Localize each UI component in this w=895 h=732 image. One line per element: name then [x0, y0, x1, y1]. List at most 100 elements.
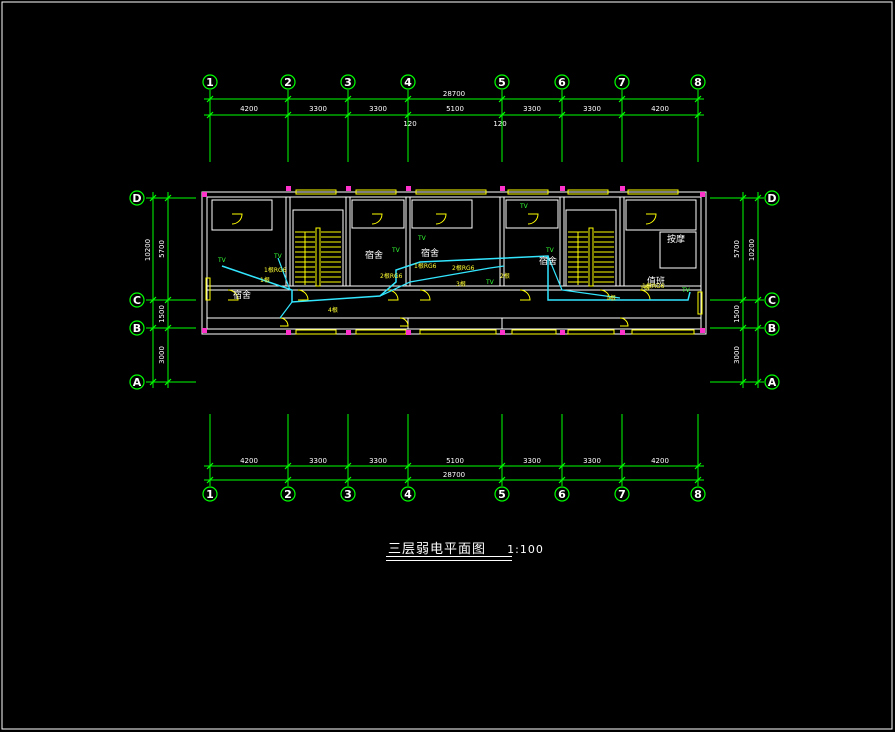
dim-tick-6-3	[618, 476, 626, 484]
annotation-9: 1根RG6	[642, 282, 665, 290]
annotation-6: 3根	[456, 280, 466, 288]
room-label-0: 宿舍	[233, 289, 251, 301]
dim-tick-5-0	[558, 95, 566, 103]
dim-tick-1-0	[284, 95, 292, 103]
dim-tick-5-2	[558, 462, 566, 470]
dim-v-tick-0-2	[739, 194, 747, 202]
annotation-3: 2根RG6	[380, 272, 403, 280]
dim-v-tick-1-3	[754, 296, 762, 304]
window-south-2	[419, 329, 497, 335]
axis-label-right-1: C	[768, 294, 776, 307]
axis-bubble-top-1	[280, 74, 296, 90]
bath-2	[351, 199, 405, 229]
axis-label-bottom-3: 4	[404, 488, 412, 501]
door-bath-1	[371, 213, 383, 225]
dim-v-tick-2-2	[739, 324, 747, 332]
axis-bubble-top-7	[690, 74, 706, 90]
column-0	[286, 186, 291, 191]
dim-tick-5-1	[558, 111, 566, 119]
dim-span-bottom-4: 3300	[523, 457, 541, 465]
dim-span-top-5: 3300	[583, 105, 601, 113]
dim-tick-3-0	[404, 95, 412, 103]
dim-v-total-left: 10200	[144, 239, 152, 261]
column-12	[560, 330, 565, 335]
dim-tick-2-0	[344, 95, 352, 103]
axis-bubble-top-4	[494, 74, 510, 90]
dim-v-tick-1-0	[149, 296, 157, 304]
axis-bubble-left-1	[129, 292, 145, 308]
axis-bubble-bottom-2	[340, 486, 356, 502]
dim-tick-7-0	[694, 95, 702, 103]
dim-tick-3-2	[404, 462, 412, 470]
door-room-2	[387, 289, 399, 301]
annotation-2: 4根	[328, 306, 338, 314]
room-label-3: 宿舍	[539, 255, 557, 267]
dim-span-top-0: 4200	[240, 105, 258, 113]
axis-label-top-6: 7	[618, 76, 626, 89]
annotation-17: TV	[681, 287, 691, 294]
annotation-13: TV	[391, 247, 401, 254]
axis-bubble-right-0	[764, 190, 780, 206]
dim-tick-1-2	[284, 462, 292, 470]
door-swings	[227, 213, 657, 327]
small-room	[659, 231, 697, 269]
cable-branch-4	[379, 265, 505, 297]
stair-right-handrail	[588, 227, 594, 287]
dim-tick-7-3	[694, 476, 702, 484]
column-6	[202, 192, 207, 197]
dim-tick-7-1	[694, 111, 702, 119]
windows	[205, 189, 703, 335]
column-7	[700, 192, 705, 197]
dim-tick-4-0	[498, 95, 506, 103]
outer-wall-inner	[206, 196, 702, 330]
axis-bubble-right-2	[764, 320, 780, 336]
dim-v-span-left-0: 5700	[158, 240, 166, 258]
stair-left-handrail	[315, 227, 321, 287]
axis-label-left-1: C	[133, 294, 141, 307]
column-9	[346, 330, 351, 335]
window-south-5	[631, 329, 695, 335]
dim-v-tick-2-0	[149, 324, 157, 332]
dim-total-bottom: 28700	[443, 471, 465, 479]
axis-label-left-3: A	[133, 376, 142, 389]
dim-tick-0-2	[206, 462, 214, 470]
window-north-0	[295, 189, 337, 195]
axis-bubble-bottom-5	[554, 486, 570, 502]
column-1	[346, 186, 351, 191]
axis-bubble-left-3	[129, 374, 145, 390]
room-label-4: 值班	[647, 275, 665, 287]
column-13	[620, 330, 625, 335]
door-south-0	[279, 317, 289, 327]
axis-bubble-bottom-7	[690, 486, 706, 502]
axis-bubble-top-2	[340, 74, 356, 90]
dim-tick-6-0	[618, 95, 626, 103]
annotation-14: TV	[417, 235, 427, 242]
stairs	[295, 227, 614, 287]
axis-bubble-bottom-3	[400, 486, 416, 502]
dim-tick-4-3	[498, 476, 506, 484]
column-11	[500, 330, 505, 335]
drawing-title: 三层弱电平面图 1:100	[388, 538, 544, 557]
dim-span-top-4: 3300	[523, 105, 541, 113]
column-3	[500, 186, 505, 191]
dim-v-total-right: 10200	[748, 239, 756, 261]
dim-tick-4-2	[498, 462, 506, 470]
dim-tick-4-1	[498, 111, 506, 119]
axis-label-bottom-1: 2	[284, 488, 292, 501]
axis-bubble-bottom-1	[280, 486, 296, 502]
dim-v-span-left-1: 1500	[158, 305, 166, 323]
axis-label-bottom-2: 3	[344, 488, 352, 501]
axis-bubble-right-3	[764, 374, 780, 390]
window-north-4	[567, 189, 609, 195]
door-room-4	[519, 289, 531, 301]
dim-tick-3-1	[404, 111, 412, 119]
door-bath-2	[435, 213, 447, 225]
dim-tick-0-1	[206, 111, 214, 119]
dim-span-top-2: 3300	[369, 105, 387, 113]
window-north-2	[415, 189, 487, 195]
axis-bubble-top-5	[554, 74, 570, 90]
dim-tick-2-2	[344, 462, 352, 470]
axis-label-top-4: 5	[498, 76, 506, 89]
dim-v-tick-0-3	[754, 194, 762, 202]
